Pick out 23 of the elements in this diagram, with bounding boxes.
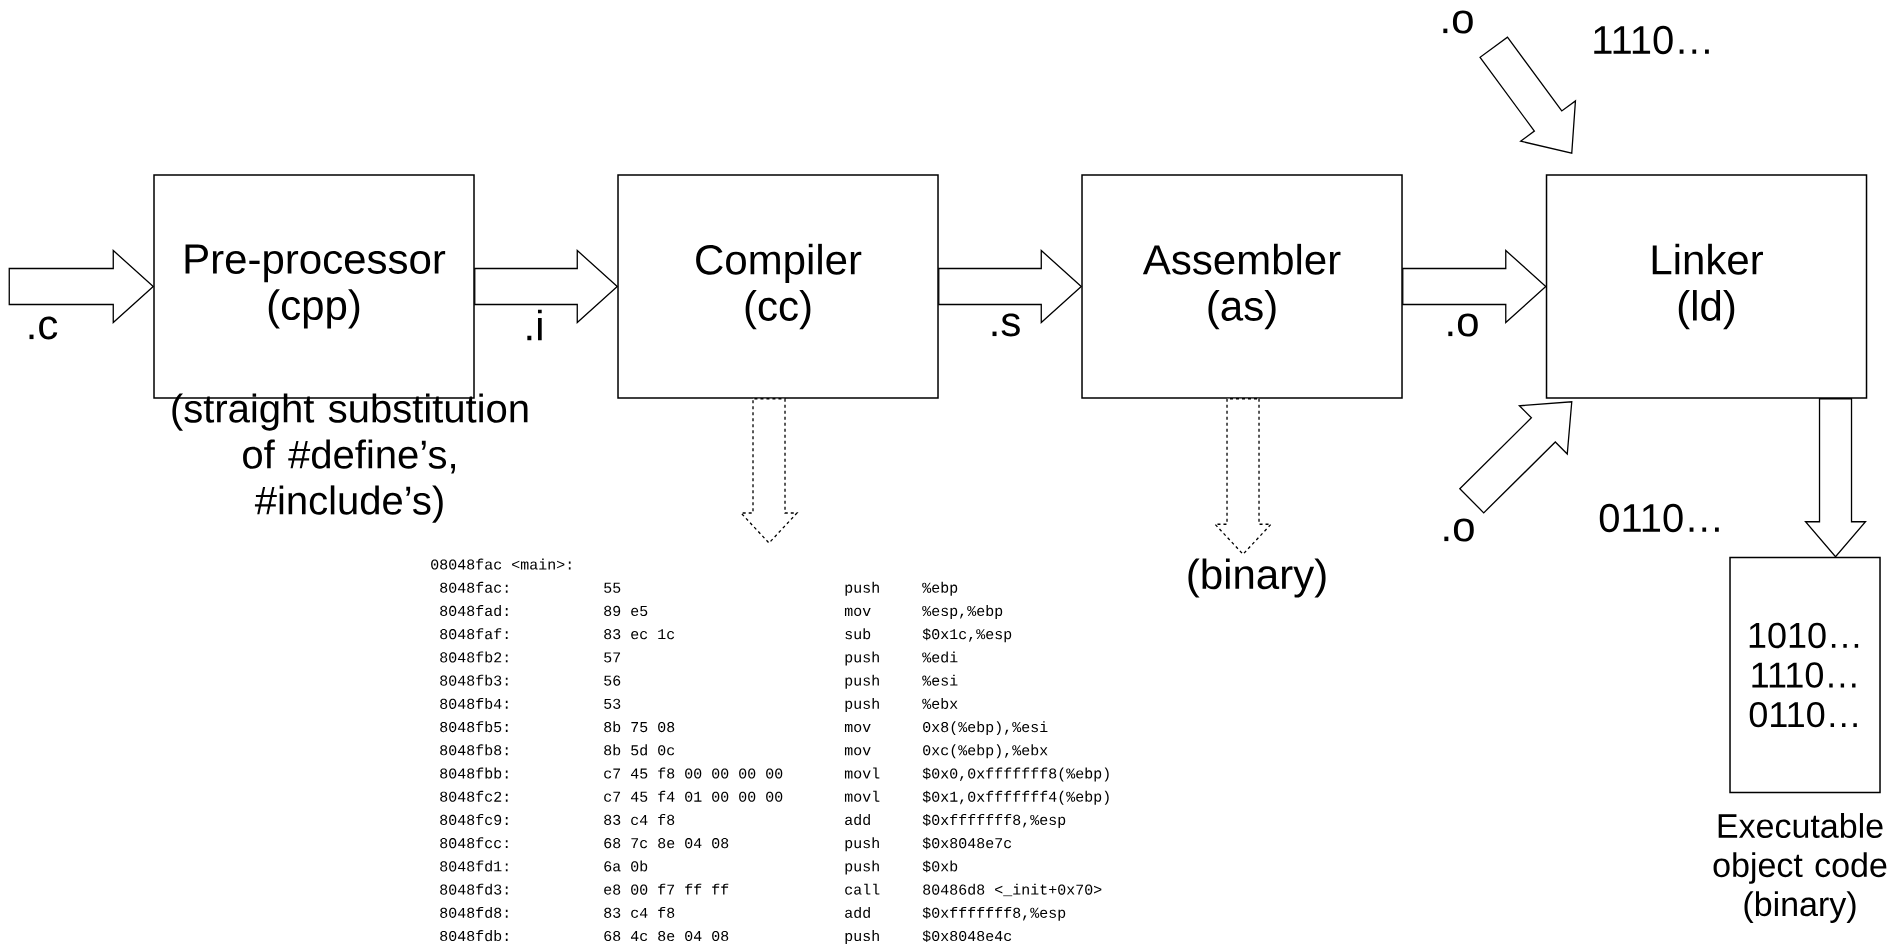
- block-arrow: [739, 398, 799, 544]
- block-arrow: [938, 249, 1083, 324]
- output-box: 1010… 1110… 0110…: [1729, 556, 1881, 794]
- edge-label: .s: [992, 313, 1020, 337]
- edge-label: .o: [1444, 518, 1474, 542]
- block-arrow: [474, 249, 619, 324]
- code-listing: 08048fac <main>: 8048fac: 55 push %ebp 8048fad: 89 e5 mov %esp,%ebp 8048faf: 83 ec 1c sub $0x1c,%esp 8048fb2: 57 push %edi 8048fb3: 56 push %esi 8048fb4: 53 push %ebx 8048fb5: 8b 75 08 mov 0x8(%ebp),%esi 8048fb8: 8b 5d 0c mov 0xc(%ebp),%ebx 8048fbb: c7 45 f8 00 00 00 00 movl $0x0,0xfffffff8(%ebp) 8048fc2: c7 45 f4 01 00 00 00 movl $0x1,0xfffffff4(%ebp) 8048fc9: 83 c4 f8 add $0xfffffff8,%esp 8048fcc: 68 7c 8e 04 08 push $0x8048e7c 8048fd1: 6a 0b push $0xb 8048fd3: e8 00 f7 ff ff call 80486d8 <_init+0x70> 8048fd8: 83 c4 f8 add $0xfffffff8,%esp 8048fdb: 68 4c 8e 04 08 push $0x8048e4c: [431, 558, 1109, 945]
- output-text: (binary): [1188, 558, 1326, 598]
- block-arrow: [8, 249, 155, 324]
- edge-label: .i: [527, 309, 542, 341]
- bit-pattern: 1110…: [1594, 25, 1709, 55]
- block-arrow: [1804, 398, 1867, 558]
- caption-text: Executable object code (binary): [1713, 813, 1887, 923]
- block-arrow: [1402, 249, 1547, 324]
- edge-label: .o: [1448, 313, 1478, 337]
- process-box: Assembler (as): [1081, 174, 1403, 399]
- bit-pattern: 0110…: [1599, 503, 1719, 533]
- block-arrow: [1213, 398, 1273, 556]
- edge-label: .c: [29, 316, 58, 340]
- edge-label: .o: [1443, 10, 1473, 34]
- process-box: Compiler (cc): [617, 174, 939, 399]
- block-arrow: [1479, 36, 1577, 155]
- process-box: Linker (ld): [1545, 174, 1868, 399]
